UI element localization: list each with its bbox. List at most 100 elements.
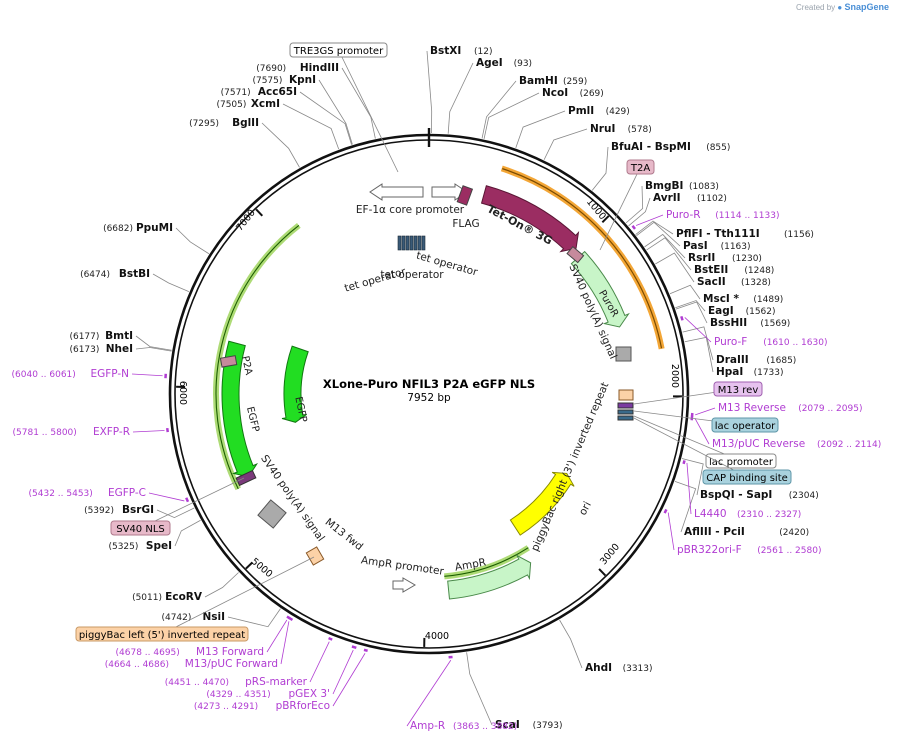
site-name-label: BmtI — [105, 330, 133, 342]
site-name-label: AflIII - PciI — [684, 526, 745, 538]
site-name-label: BglII — [232, 117, 259, 129]
primer-name-label: pBRforEco — [276, 700, 330, 712]
tet-operator-box — [413, 235, 418, 251]
orf-arc-ampr-core — [444, 547, 529, 577]
site-position-label: (1685) — [766, 356, 796, 366]
feature-box-label: T2A — [630, 163, 650, 174]
site-name-label: PmlI — [568, 105, 594, 117]
site-leader-line — [515, 110, 566, 148]
primer-mark — [286, 615, 291, 620]
site-name-label: PpuMI — [136, 222, 173, 234]
feature-label: EF-1α core promoter — [356, 204, 465, 216]
feature-label: AmpR — [454, 556, 487, 573]
primer-range-label: (3863 .. 3882) — [453, 722, 517, 732]
primer-leader-line — [667, 512, 675, 551]
primer-name-label: EGFP-N — [90, 368, 129, 380]
site-position-label: (6682) — [103, 224, 133, 234]
site-position-label: (1102) — [697, 194, 727, 204]
ampr-promoter-arrow — [392, 577, 416, 593]
site-position-label: (3793) — [533, 721, 563, 731]
feature-label: ori — [577, 500, 594, 518]
primer-range-label: (1114 .. 1133) — [715, 211, 779, 221]
site-position-label: (7575) — [252, 76, 282, 86]
credit-brand: SnapGene — [844, 2, 889, 12]
site-position-label: (7571) — [221, 88, 251, 98]
site-leader-line — [261, 122, 300, 168]
ef1a-promoter-arrow-left — [369, 183, 424, 201]
primer-range-label: (4451 .. 4470) — [165, 678, 229, 688]
site-leader-line — [543, 128, 588, 160]
site-leader-line — [174, 519, 201, 547]
snapgene-credit: Created by ● SnapGene — [796, 2, 889, 12]
primer-range-label: (2079 .. 2095) — [798, 404, 862, 414]
site-leader-line — [636, 221, 681, 247]
site-position-label: (1156) — [784, 230, 814, 240]
site-position-label: (429) — [606, 107, 630, 117]
site-name-label: AvrII — [653, 192, 681, 204]
site-name-label: NruI — [590, 123, 615, 135]
tick-mark — [598, 568, 607, 577]
p2a-box — [219, 355, 238, 368]
feature-label: EGFP — [244, 406, 261, 434]
feature-box-label-bg — [110, 520, 171, 536]
site-name-label: ScaI — [495, 719, 520, 731]
site-position-label: (6177) — [69, 332, 99, 342]
sv40-polya-box-right — [615, 346, 632, 362]
site-name-label: BstXI — [430, 45, 461, 57]
site-name-label: NcoI — [542, 87, 568, 99]
primer-range-label: (4678 .. 4695) — [116, 648, 180, 658]
site-name-label: EagI — [708, 305, 734, 317]
site-leader-line — [156, 507, 195, 519]
site-leader-line — [669, 284, 701, 300]
site-leader-line — [675, 300, 706, 312]
site-position-label: (6474) — [80, 270, 110, 280]
tick-label: 4000 — [425, 631, 449, 642]
site-name-label: AhdI — [585, 662, 612, 674]
primer-name-label: EXFP-R — [93, 426, 130, 438]
feature-box-label: lac promoter — [709, 457, 774, 468]
site-name-label: BsrGI — [122, 504, 154, 516]
site-position-label: (1569) — [760, 319, 790, 329]
primer-mark — [165, 427, 169, 433]
feature-box-label-bg — [713, 381, 763, 397]
site-name-label: MscI * — [703, 293, 739, 305]
site-leader-line — [204, 572, 239, 598]
site-name-label: PflFI - Tth111I — [676, 228, 760, 240]
site-leader-line — [655, 252, 695, 283]
primer-range-label: (4329 .. 4351) — [206, 690, 270, 700]
feature-label: SV40 poly(A) signal — [258, 453, 327, 544]
primer-mark — [663, 508, 668, 514]
primer-name-label: Puro-F — [714, 336, 747, 348]
primer-name-label: EGFP-C — [108, 487, 146, 499]
sv40-nls-box — [235, 469, 257, 487]
credit-prefix: Created by — [796, 3, 836, 12]
egfp-arrow-outer — [221, 340, 258, 478]
feature-label: P2A — [239, 355, 254, 376]
site-leader-line — [591, 146, 609, 191]
feature-box-label: SV40 NLS — [116, 524, 165, 535]
feature-box-label-bg — [75, 626, 249, 642]
feature-box-label: CAP binding site — [706, 473, 788, 484]
tick-label: 6000 — [177, 381, 188, 405]
site-position-label: (1562) — [746, 307, 776, 317]
tet-operator-box — [405, 235, 410, 251]
feature-label: tet operator — [380, 269, 444, 281]
plasmid-length: 7952 bp — [407, 392, 451, 404]
primer-leader-line — [131, 373, 163, 377]
primer-name-label: Amp-R — [410, 720, 445, 732]
site-leader-line — [675, 301, 708, 324]
site-position-label: (7295) — [189, 119, 219, 129]
primer-mark — [363, 648, 368, 652]
site-leader-line — [426, 50, 433, 134]
feature-label: EGFP — [292, 396, 308, 424]
site-leader-line — [227, 608, 281, 628]
site-leader-line — [646, 237, 692, 271]
primer-mark — [682, 460, 686, 465]
site-name-label: BssHII — [710, 317, 747, 329]
site-position-label: (7690) — [256, 64, 286, 74]
m13rev-box — [617, 402, 634, 409]
primer-range-label: (6040 .. 6061) — [12, 370, 76, 380]
site-position-label: (5392) — [84, 506, 114, 516]
tet-operator-box — [397, 235, 402, 251]
site-position-label: (3313) — [623, 664, 653, 674]
